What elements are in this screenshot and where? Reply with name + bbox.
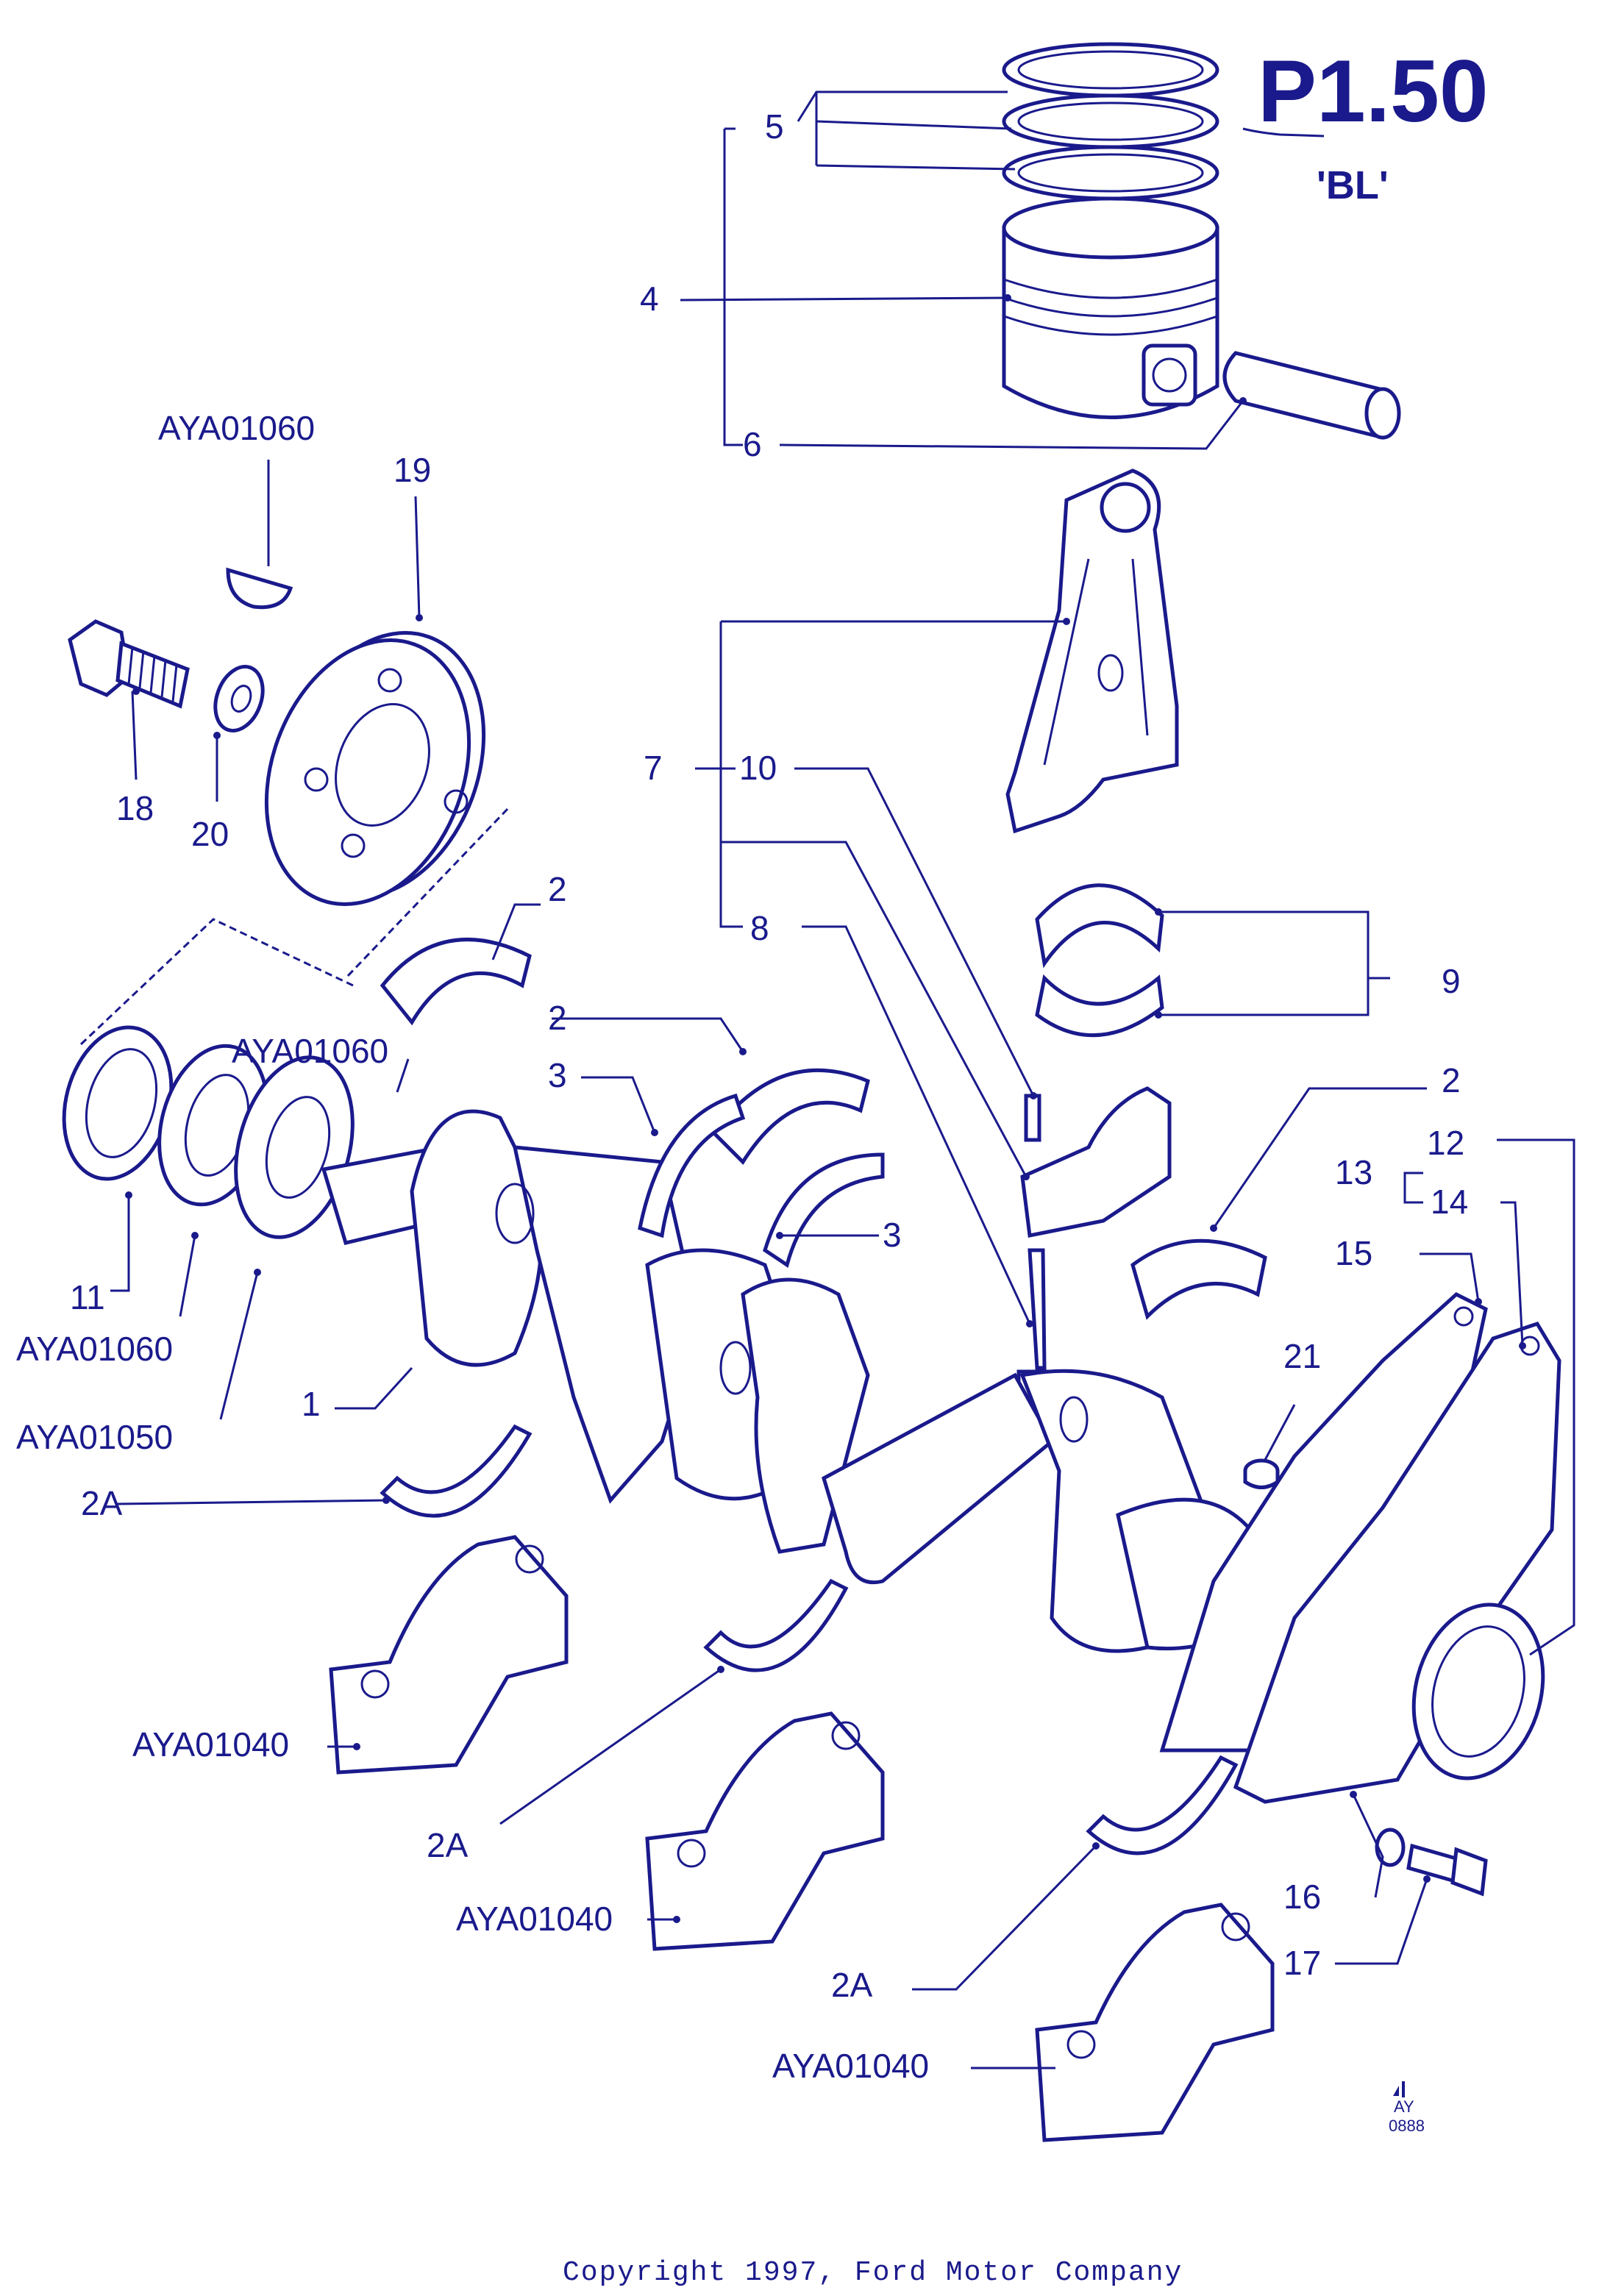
assembly-line-pulley [344, 807, 509, 980]
callout-17: 17 [1283, 1944, 1321, 1982]
callout-2A-mid: 2A [427, 1826, 469, 1864]
drawing-stamp: AY 0888 [1389, 2081, 1425, 2135]
thrust-washers [638, 1093, 885, 1269]
ref-cap-a: AYA01040 [132, 1725, 289, 1764]
timing-sprocket [234, 1055, 355, 1239]
leader-lines [110, 90, 1575, 2069]
stamp-line2: 0888 [1389, 2117, 1425, 2135]
callout-2A-bottom: 2A [831, 1966, 873, 2004]
piston [1002, 196, 1219, 419]
rear-seal-carrier [1159, 1292, 1561, 1804]
diagram-title: P1.50 [1258, 42, 1489, 140]
stamp-line1: AY [1394, 2097, 1414, 2116]
callout-21: 21 [1283, 1337, 1321, 1375]
diagram-subtitle: 'BL' [1317, 163, 1389, 207]
leader-dots [125, 294, 1526, 1923]
pulley-washer [213, 664, 265, 733]
callout-14: 14 [1431, 1183, 1468, 1221]
callout-18: 18 [116, 789, 154, 827]
callout-12: 12 [1427, 1124, 1464, 1162]
conrod-cap [1016, 1086, 1172, 1400]
carrier-washer [1375, 1828, 1406, 1867]
pulley-bolt [68, 619, 190, 709]
lower-main-bearing-shells [380, 1424, 1239, 1855]
callout-13: 13 [1335, 1153, 1372, 1191]
carrier-bolt [1406, 1843, 1488, 1897]
copyright-footer: Copyright 1997, Ford Motor Company [563, 2257, 1183, 2289]
callout-2-center: 2 [548, 999, 567, 1037]
callout-4: 4 [640, 279, 659, 318]
callout-1: 1 [302, 1385, 321, 1423]
ref-cap-c: AYA01040 [772, 2047, 929, 2085]
callout-3-right: 3 [883, 1216, 902, 1254]
gudgeon-pin [1222, 351, 1401, 440]
main-bearing-caps [329, 1535, 1275, 2142]
ref-key-top: AYA01060 [158, 409, 315, 447]
upper-main-bearing-shells [380, 938, 1267, 1320]
callout-5: 5 [765, 107, 784, 146]
callout-16: 16 [1283, 1878, 1321, 1916]
assembly-line-front [79, 918, 354, 1046]
ref-cap-b: AYA01040 [456, 1900, 613, 1938]
piston-rings [1002, 42, 1219, 201]
woodruff-key-top [226, 567, 293, 610]
crankshaft [321, 1109, 1267, 1653]
title-underline [1242, 127, 1325, 138]
conrod-bearing-shells [1035, 883, 1164, 1038]
callout-10: 10 [739, 749, 777, 787]
callout-15: 15 [1335, 1234, 1372, 1272]
ref-key-mid: AYA01060 [232, 1032, 388, 1070]
ref-sprocket: AYA01050 [16, 1418, 173, 1456]
callout-8: 8 [750, 909, 769, 947]
crankshaft-pulley [264, 631, 486, 906]
callout-7: 7 [644, 749, 663, 787]
callout-2-right: 2 [1442, 1061, 1461, 1099]
ref-sprocket-washer: AYA01060 [16, 1330, 173, 1368]
callout-19: 19 [393, 451, 431, 489]
callout-2A-top: 2A [81, 1484, 123, 1522]
callout-3-left: 3 [548, 1056, 567, 1094]
callout-20: 20 [191, 815, 229, 853]
callout-6: 6 [743, 425, 762, 463]
callout-11: 11 [70, 1278, 105, 1316]
dowel [1243, 1458, 1280, 1489]
callout-2-pulley: 2 [548, 870, 567, 908]
callout-9: 9 [1442, 962, 1461, 1000]
connecting-rod [1005, 468, 1179, 834]
